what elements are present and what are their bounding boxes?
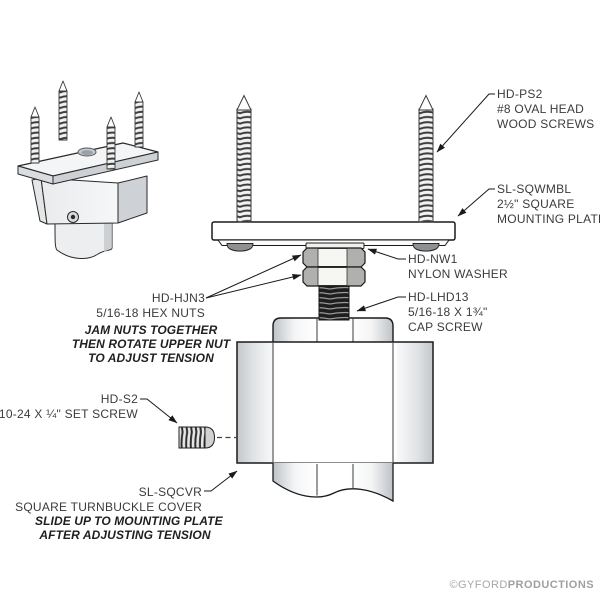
part-desc: 10-24 X ¼" SET SCREW	[0, 407, 138, 421]
wood-screw-right	[418, 94, 434, 223]
mounting-plate	[211, 221, 456, 241]
hex-nut-upper	[302, 247, 366, 268]
set-screw	[178, 426, 216, 449]
leader-mounting-plate	[457, 188, 495, 217]
wood-screw-head-left	[226, 243, 254, 252]
leader-hex-nut-lower	[205, 273, 302, 299]
part-desc: #8 OVAL HEAD	[497, 102, 585, 116]
wood-screw-left	[236, 94, 252, 223]
callout-nylon-washer: HD-NW1 NYLON WASHER	[408, 252, 508, 282]
leader-wood-screws	[436, 93, 495, 153]
part-number: SL-SQCVR	[138, 485, 202, 499]
part-desc: 2½" SQUARE	[497, 197, 575, 211]
part-number: HD-PS2	[497, 87, 543, 101]
part-desc: WOOD SCREWS	[497, 117, 595, 131]
leader-turnbuckle-cover	[204, 470, 238, 492]
cap-screw-rod	[318, 285, 350, 321]
iso-set-screw-hole	[67, 211, 79, 223]
callout-wood-screws: HD-PS2 #8 OVAL HEAD WOOD SCREWS	[497, 87, 594, 132]
leader-hex-nut-upper	[205, 254, 302, 299]
part-desc: MOUNTING PLATE	[497, 212, 600, 226]
callout-hex-nuts: HD-HJN3 5/16-18 HEX NUTS	[96, 291, 205, 321]
leader-lines	[140, 93, 495, 492]
note-hex-nuts: JAM NUTS TOGETHER THEN ROTATE UPPER NUT …	[71, 323, 231, 365]
hex-nut-lower	[302, 266, 366, 287]
iso-turnbuckle-cover	[31, 175, 148, 259]
watermark: ©GYFORDPRODUCTIONS	[449, 579, 594, 591]
part-number: SL-SQWMBL	[497, 182, 572, 196]
callout-mounting-plate: SL-SQWMBL 2½" SQUARE MOUNTING PLATE	[497, 182, 600, 227]
iso-wood-screws	[30, 80, 144, 170]
part-desc: 5/16-18 HEX NUTS	[96, 306, 205, 320]
note-turnbuckle-cover: SLIDE UP TO MOUNTING PLATE AFTER ADJUSTI…	[35, 514, 223, 542]
cover-collar	[272, 317, 394, 344]
leader-cap-screw	[356, 296, 406, 312]
part-desc: NYLON WASHER	[408, 267, 508, 281]
part-desc: 5/16-18 X 1¾"	[408, 305, 488, 319]
cover-lower-tube	[272, 462, 394, 503]
part-number: HD-S2	[100, 392, 138, 406]
watermark-prefix: ©GYFORD	[449, 579, 508, 591]
watermark-suffix: PRODUCTIONS	[507, 579, 594, 591]
part-desc: SQUARE TURNBUCKLE COVER	[15, 500, 202, 514]
callout-cap-screw: HD-LHD13 5/16-18 X 1¾" CAP SCREW	[408, 290, 488, 335]
exploded-view	[178, 94, 456, 503]
leader-nylon-washer	[367, 248, 406, 260]
wood-screw-head-right	[412, 243, 440, 252]
cover-body	[236, 341, 434, 464]
part-number: HD-LHD13	[408, 290, 469, 304]
part-desc: CAP SCREW	[408, 320, 483, 334]
callout-set-screw: HD-S2 10-24 X ¼" SET SCREW	[0, 392, 138, 422]
callout-turnbuckle-cover: SL-SQCVR SQUARE TURNBUCKLE COVER	[15, 485, 202, 515]
iso-mounting-plate	[17, 142, 159, 185]
leader-set-screw	[140, 398, 178, 424]
part-number: HD-HJN3	[151, 291, 205, 305]
iso-assembled-view	[17, 80, 159, 259]
part-number: HD-NW1	[408, 252, 458, 266]
